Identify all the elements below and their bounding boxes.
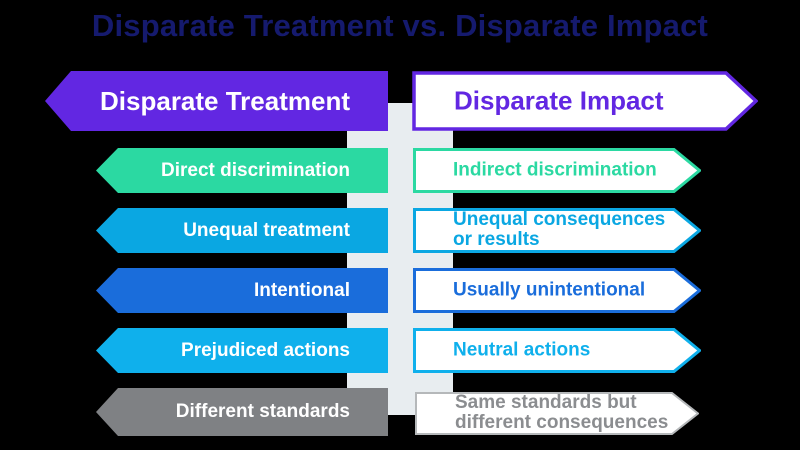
left-row-different-standards: Different standards: [96, 388, 388, 436]
right-row-label: Usually unintentional: [453, 279, 646, 301]
left-row-direct-discrimination: Direct discrimination: [96, 148, 388, 193]
right-header-arrow-shape: [412, 71, 758, 131]
left-row-label: Direct discrimination: [161, 159, 350, 181]
right-row-arrow-shape: [413, 328, 701, 373]
right-header-label: Disparate Impact: [454, 85, 664, 116]
left-header-arrow: Disparate Treatment: [45, 71, 388, 131]
left-row-label: Unequal treatment: [183, 219, 350, 241]
left-row-label: Different standards: [175, 401, 350, 422]
right-row-label: Neutral actions: [453, 339, 591, 361]
right-row-label: Unequal consequences or results: [453, 208, 666, 251]
right-row-same-standards: Same standards but different consequence…: [415, 392, 699, 435]
right-row-arrow-shape: [415, 392, 699, 435]
left-header-label: Disparate Treatment: [100, 85, 350, 116]
right-row-label: Same standards but different consequence…: [455, 391, 669, 434]
left-row-prejudiced-actions: Prejudiced actions: [96, 328, 388, 373]
right-row-neutral-actions: Neutral actions: [413, 328, 701, 373]
right-row-usually-unintentional: Usually unintentional: [413, 268, 701, 313]
left-row-label: Prejudiced actions: [181, 339, 350, 361]
left-row-label: Intentional: [253, 279, 350, 301]
right-row-label: Indirect discrimination: [453, 159, 657, 181]
right-row-indirect-discrimination: Indirect discrimination: [413, 148, 701, 193]
right-header-arrow: Disparate Impact: [412, 71, 758, 131]
right-row-unequal-consequences: Unequal consequences or results: [413, 208, 701, 253]
right-row-arrow-shape: [413, 268, 701, 313]
left-row-unequal-treatment: Unequal treatment: [96, 208, 388, 253]
left-row-intentional: Intentional: [96, 268, 388, 313]
right-row-arrow-shape: [413, 148, 701, 193]
right-row-arrow-shape: [413, 208, 701, 253]
page-title: Disparate Treatment vs. Disparate Impact: [91, 8, 709, 43]
